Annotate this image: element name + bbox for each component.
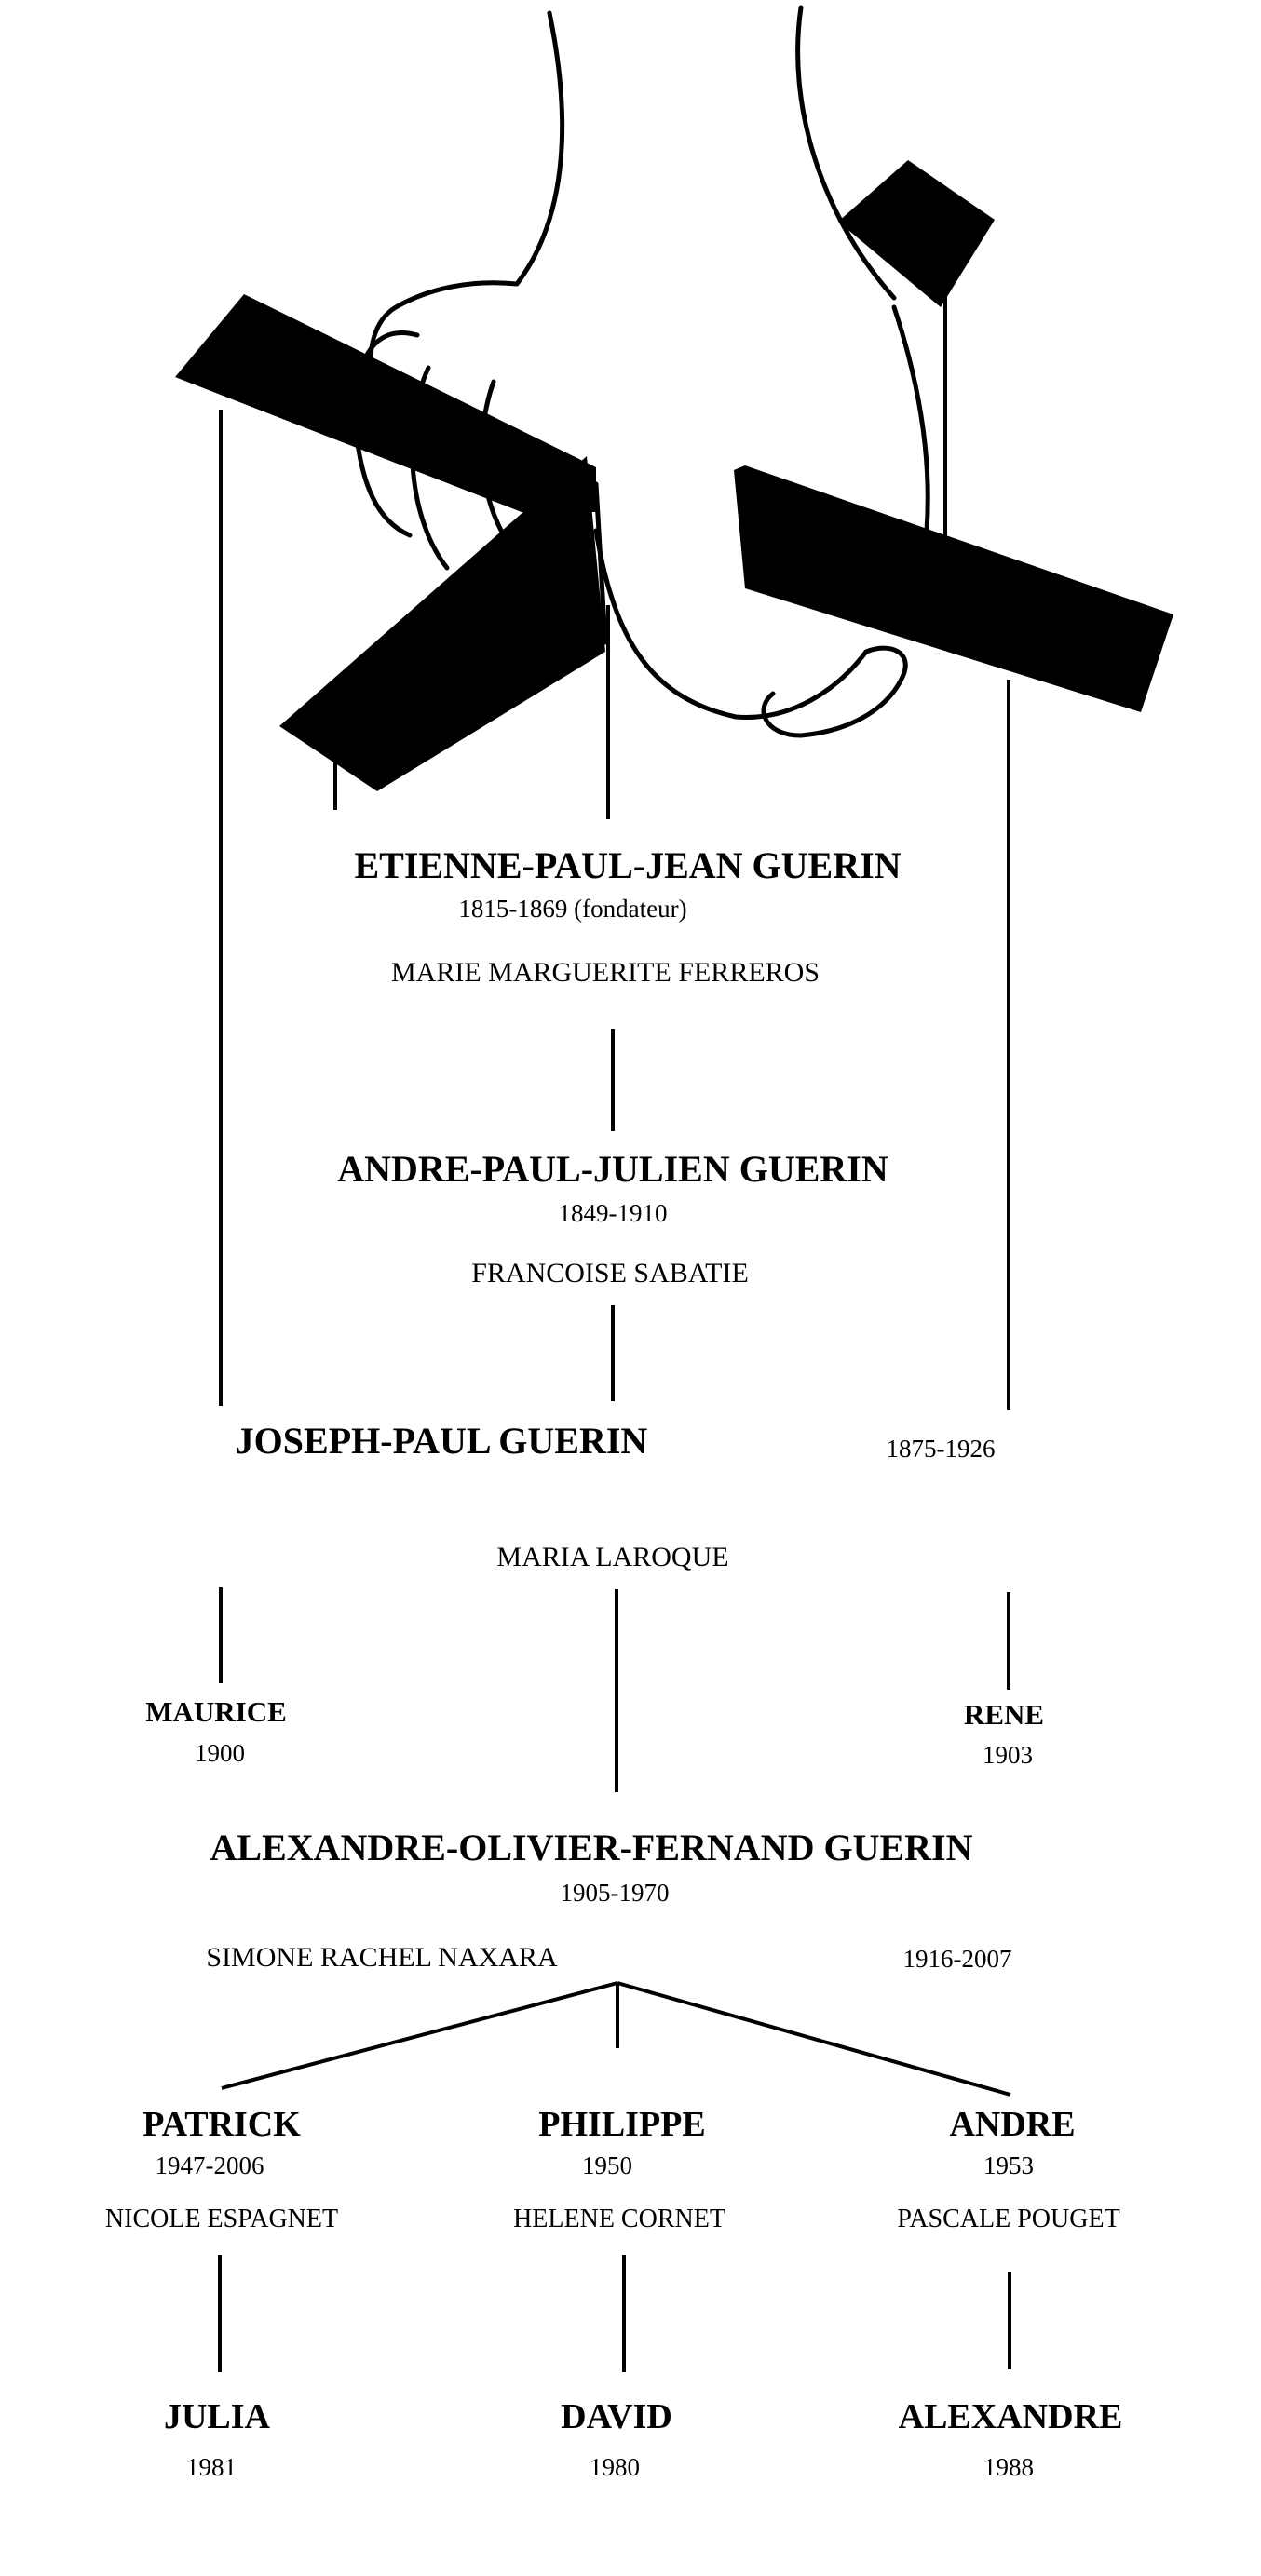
gen4-main-spouse: SIMONE RACHEL NAXARA (206, 1942, 558, 1973)
gen4-main-spouse-dates: 1916-2007 (902, 1945, 1012, 1973)
founder-spouse: MARIE MARGUERITE FERREROS (390, 957, 820, 988)
gen5-andre-spouse: PASCALE POUGET (897, 2205, 1120, 2233)
gen5-philippe-dates: 1950 (582, 2151, 632, 2179)
gen3-spouse: MARIA LAROQUE (496, 1542, 729, 1572)
gen6-julia-dates: 1981 (186, 2453, 237, 2481)
gen4-left-name: MAURICE (145, 1695, 287, 1728)
gen6-julia-name: JULIA (163, 2397, 271, 2436)
tree-connectors (218, 1029, 1011, 2372)
gen2-spouse: FRANCOISE SABATIE (471, 1258, 749, 1288)
gen5-patrick-name: PATRICK (142, 2105, 301, 2144)
gen2-dates: 1849-1910 (558, 1199, 668, 1227)
gen4-left-dates: 1900 (195, 1739, 245, 1767)
gen4-right-dates: 1903 (983, 1741, 1033, 1769)
cross-bar-left (175, 294, 596, 512)
gen5-patrick-dates: 1947-2006 (155, 2151, 264, 2179)
gen6-alexandre-dates: 1988 (983, 2453, 1034, 2481)
gen4-right-name: RENE (963, 1698, 1045, 1731)
founder-dates: 1815-1869 (fondateur) (458, 895, 687, 923)
puppet-cross-bars (175, 160, 1173, 791)
puppet-strings (219, 270, 1010, 1410)
gen5-philippe-name: PHILIPPE (538, 2105, 706, 2144)
gen6-david-name: DAVID (561, 2397, 672, 2436)
gen6-david-dates: 1980 (590, 2453, 640, 2481)
gen3-name: JOSEPH-PAUL GUERIN (235, 1420, 648, 1462)
gen4-main-name: ALEXANDRE-OLIVIER-FERNAND GUERIN (210, 1827, 973, 1868)
gen5-philippe-spouse: HELENE CORNET (513, 2205, 725, 2233)
gen3-dates: 1875-1926 (886, 1435, 996, 1463)
gen5-andre-name: ANDRE (949, 2105, 1076, 2144)
founder-name: ETIENNE-PAUL-JEAN GUERIN (354, 844, 902, 886)
gen2-name: ANDRE-PAUL-JULIEN GUERIN (337, 1148, 888, 1190)
cross-bar-diagonal (279, 456, 605, 791)
gen6-alexandre-name: ALEXANDRE (898, 2397, 1123, 2436)
cross-bar-top-right (838, 160, 995, 307)
gen5-andre-dates: 1953 (983, 2151, 1034, 2179)
gen4-main-dates: 1905-1970 (560, 1879, 670, 1907)
cross-bar-right (734, 465, 1173, 712)
gen5-patrick-spouse: NICOLE ESPAGNET (104, 2205, 339, 2233)
